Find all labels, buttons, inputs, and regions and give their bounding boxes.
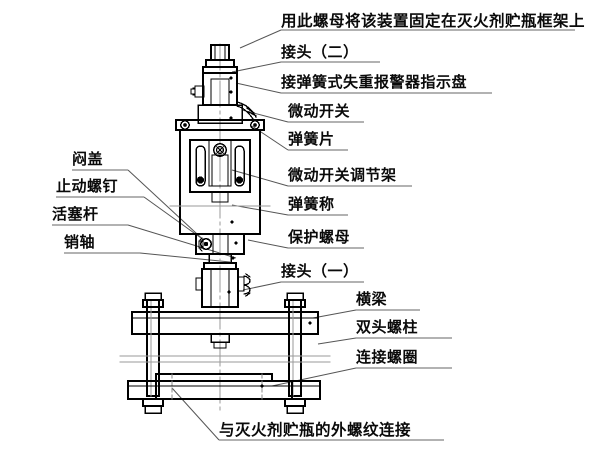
callout-blind-cover: 闷盖 xyxy=(72,152,104,168)
callout-protective-nut: 保护螺母 xyxy=(288,230,351,246)
leader-l3 xyxy=(139,252,231,263)
leader-r10 xyxy=(271,367,357,387)
callout-adjust-bracket: 微动开关调节架 xyxy=(288,168,397,184)
connecting-ring xyxy=(119,355,331,363)
leader-l2 xyxy=(127,224,237,259)
callout-double-head-stud: 双头螺柱 xyxy=(356,320,419,336)
leader-r1 xyxy=(235,82,282,94)
leader-title xyxy=(239,29,282,49)
callout-stop-screw: 止动螺钉 xyxy=(56,179,119,195)
callout-crossbeam: 横梁 xyxy=(356,292,388,308)
connector-two xyxy=(190,72,238,106)
callout-micro-switch: 微动开关 xyxy=(288,104,351,120)
leader-r6 xyxy=(247,239,289,249)
bottom-caption: 与灭火剂贮瓶的外螺纹连接 xyxy=(219,422,412,439)
leader-l1 xyxy=(143,196,209,244)
connector-one xyxy=(195,268,251,308)
leader-r9 xyxy=(317,337,357,345)
callout-connector-two: 接头（二） xyxy=(281,45,359,61)
callout-indicator-dial: 接弹簧式失重报警器指示盘 xyxy=(281,75,468,91)
top-nut xyxy=(202,44,238,74)
stud-bottom-nuts xyxy=(142,398,306,414)
leader-r8 xyxy=(312,309,357,319)
base-plate-ears xyxy=(127,380,321,400)
drawing-title: 用此螺母将该装置固定在灭火剂贮瓶框架上 xyxy=(281,13,586,30)
callout-pin-shaft: 销轴 xyxy=(64,235,96,251)
spring-scale-body xyxy=(169,129,271,235)
crossbeam xyxy=(131,311,319,349)
callout-spring-scale: 弹簧称 xyxy=(288,197,335,213)
spring-leaf xyxy=(236,101,257,120)
stud-top-nuts xyxy=(142,292,306,308)
leader-bottom-caption xyxy=(171,387,220,441)
callout-connecting-ring: 连接螺圈 xyxy=(356,350,419,366)
pin-shaft-and-stop-screw xyxy=(198,237,213,252)
callout-connector-one: 接头（一） xyxy=(281,264,359,280)
callout-piston-rod: 活塞杆 xyxy=(52,207,99,223)
leader-r0 xyxy=(231,61,282,73)
callout-spring-leaf: 弹簧片 xyxy=(288,132,335,148)
